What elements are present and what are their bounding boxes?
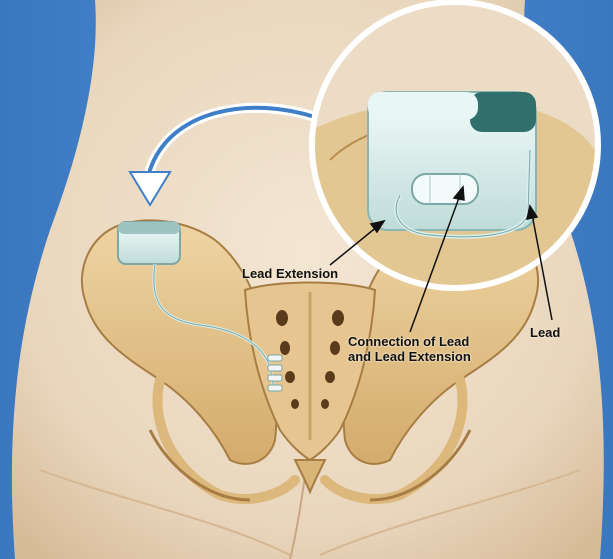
connection-label-line2: and Lead Extension xyxy=(348,349,471,364)
magnified-connector xyxy=(412,174,478,204)
connection-label-line1: Connection of Lead xyxy=(348,334,471,349)
magnified-device-header xyxy=(470,92,536,132)
lead-extension-label: Lead Extension xyxy=(242,266,338,281)
lead-label: Lead xyxy=(530,325,560,340)
implanted-neurostimulator xyxy=(118,222,180,264)
connection-label: Connection of Lead and Lead Extension xyxy=(348,334,471,364)
